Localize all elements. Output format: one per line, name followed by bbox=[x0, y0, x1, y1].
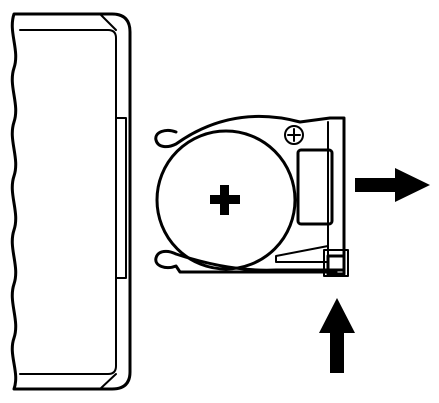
tray-latch[interactable] bbox=[326, 254, 346, 276]
battery-tray[interactable] bbox=[154, 114, 349, 277]
holder-polarity-icon bbox=[284, 125, 304, 145]
battery-slot bbox=[115, 117, 127, 279]
remote-control-body bbox=[10, 12, 132, 391]
contact-plate bbox=[296, 148, 334, 226]
battery-plus-icon bbox=[210, 185, 240, 215]
arrow-right-icon bbox=[355, 168, 430, 202]
arrow-up-icon bbox=[319, 298, 355, 373]
coin-battery bbox=[155, 129, 297, 271]
